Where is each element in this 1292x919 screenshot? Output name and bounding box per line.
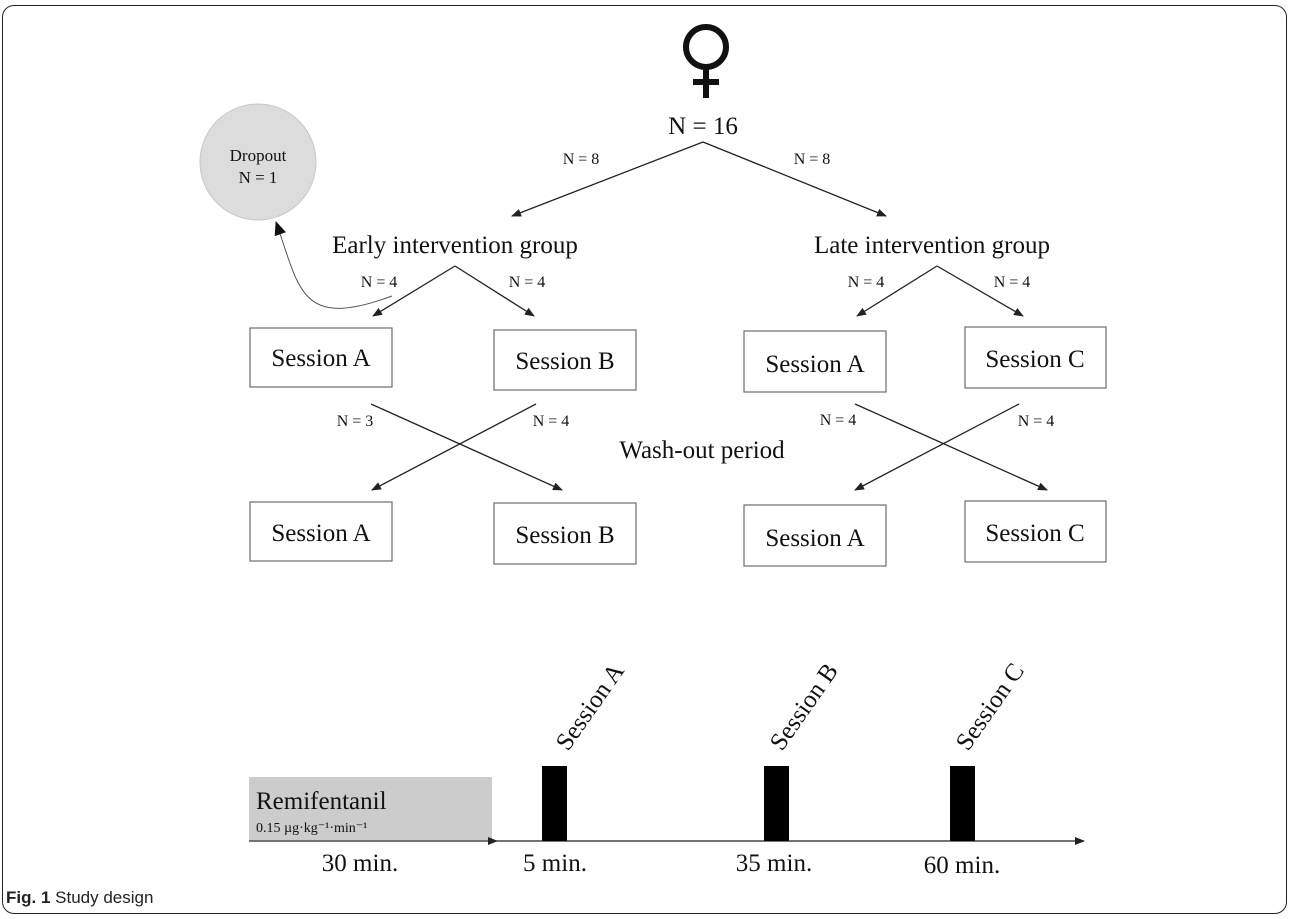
dropout-n: N = 1 [239, 168, 278, 187]
arrow-to-early [511, 141, 704, 217]
figure-caption: Fig. 1 Study design [6, 888, 153, 908]
late-split-right-n: N = 4 [994, 274, 1031, 291]
late-second-session-c-box: Session C [964, 500, 1107, 563]
svg-text:Session C: Session C [985, 346, 1084, 373]
svg-text:Session A: Session A [765, 351, 864, 378]
dropout-arrow [274, 221, 393, 309]
late-branch-n: N = 8 [794, 151, 831, 168]
session-b-marker [764, 766, 789, 841]
late-first-session-a-box: Session A [743, 330, 887, 393]
svg-text:Session A: Session A [765, 525, 864, 552]
session-c-timeline-label: Session C [951, 659, 1030, 756]
dropout-label: Dropout [230, 146, 287, 165]
session-a-time: 5 min. [523, 850, 587, 877]
session-a-timeline-label: Session A [551, 659, 630, 756]
arrow-to-late [702, 141, 887, 217]
early-first-session-a-box: Session A [249, 327, 393, 388]
early-cross-arrow-b-to-a [371, 403, 537, 491]
session-c-marker [950, 766, 975, 841]
session-b-timeline-label: Session B [765, 659, 844, 756]
session-a-marker [542, 766, 567, 841]
session-b-time: 35 min. [736, 850, 812, 877]
late-second-session-a-box: Session A [743, 504, 887, 567]
late-arrow-right [936, 265, 1024, 317]
dropout-node: Dropout N = 1 [199, 103, 317, 221]
early-split-right-n: N = 4 [509, 274, 546, 291]
early-second-session-b-box: Session B [493, 502, 637, 565]
early-group-label: Early intervention group [332, 232, 578, 259]
late-split-left-n: N = 4 [848, 274, 885, 291]
session-c-time: 60 min. [924, 852, 1000, 879]
late-group-label: Late intervention group [814, 232, 1050, 259]
svg-text:Session B: Session B [515, 348, 614, 375]
infusion-label: Remifentanil [256, 788, 387, 815]
late-cross-arrow-a-to-c [854, 403, 1048, 491]
early-branch-n: N = 8 [563, 151, 600, 168]
figure-frame [2, 5, 1287, 914]
late-cross-left-n: N = 4 [820, 412, 857, 429]
early-first-session-b-box: Session B [493, 329, 637, 391]
early-cross-right-n: N = 4 [533, 413, 570, 430]
caption-text: Study design [55, 888, 154, 907]
svg-text:Session A: Session A [271, 520, 370, 547]
early-cross-left-n: N = 3 [337, 413, 374, 430]
total-n: N = 16 [668, 113, 738, 140]
late-cross-right-n: N = 4 [1018, 413, 1055, 430]
caption-label: Fig. 1 [6, 888, 51, 907]
early-split-left-n: N = 4 [361, 274, 398, 291]
late-first-session-c-box: Session C [964, 326, 1107, 389]
svg-text:Session C: Session C [985, 520, 1084, 547]
washout-label: Wash-out period [619, 437, 785, 464]
infusion-duration: 30 min. [322, 850, 398, 877]
infusion-dose: 0.15 µg·kg⁻¹·min⁻¹ [256, 821, 367, 836]
early-arrow-left [372, 265, 456, 317]
remifentanil-infusion-bar [249, 777, 492, 840]
svg-text:Session B: Session B [515, 522, 614, 549]
late-arrow-left [856, 265, 938, 317]
svg-text:Session A: Session A [271, 345, 370, 372]
early-arrow-right [454, 265, 535, 317]
early-second-session-a-box: Session A [249, 501, 393, 562]
female-symbol-icon [683, 24, 729, 98]
late-cross-arrow-c-to-a [854, 403, 1020, 491]
early-cross-arrow-a-to-b [370, 403, 563, 491]
